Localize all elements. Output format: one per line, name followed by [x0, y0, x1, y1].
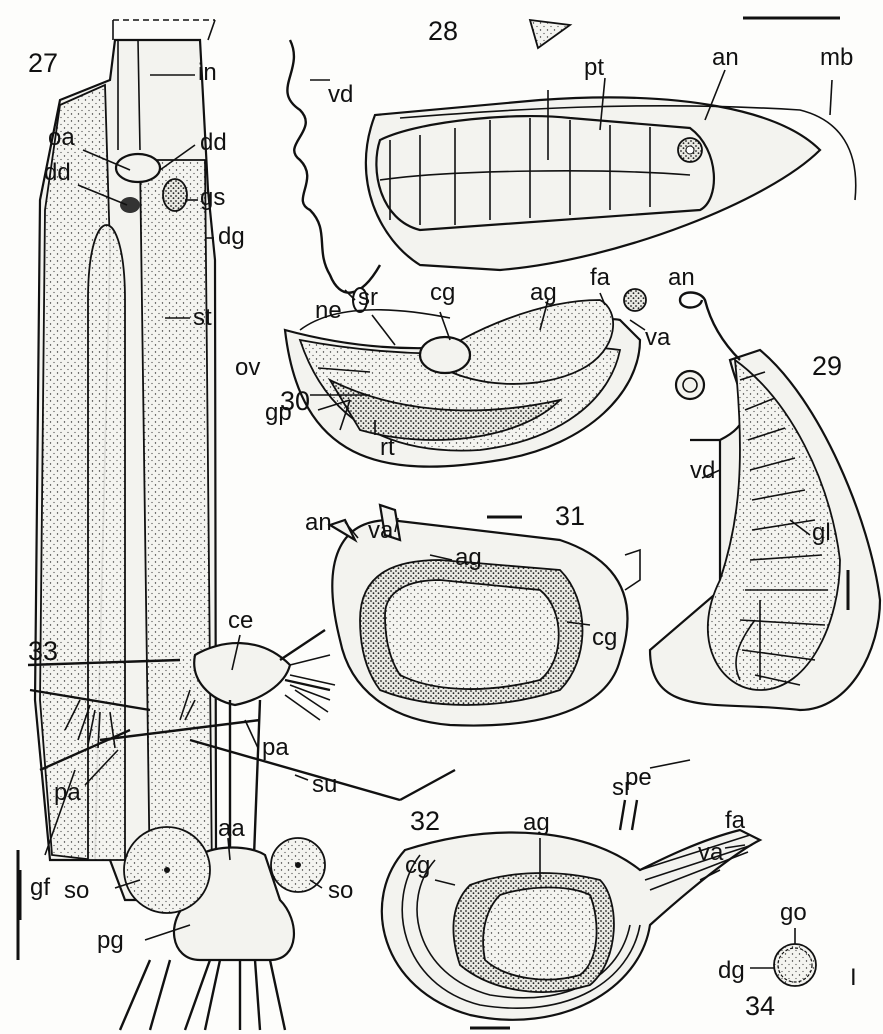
label-dd-left: dd: [44, 159, 71, 186]
label-an-28: an: [712, 44, 739, 71]
label-rt: rt: [380, 434, 395, 461]
label-va-31: va: [368, 517, 394, 544]
figure-number-28: 28: [428, 16, 458, 46]
figure-number-29: 29: [812, 351, 842, 381]
label-fa-32: fa: [725, 807, 746, 834]
figure-32: 32 cg ag sr fa va: [382, 774, 760, 1028]
label-ov: ov: [235, 354, 260, 381]
label-an-31: an: [305, 509, 332, 536]
figure-31: 31 an va ag cg: [305, 501, 640, 726]
label-va-32: va: [698, 839, 724, 866]
label-gf: gf: [30, 874, 50, 901]
label-an-30: an: [668, 264, 695, 291]
label-dg: dg: [218, 223, 245, 250]
label-oa: oa: [48, 124, 75, 151]
label-in: in: [198, 59, 217, 86]
figure-34: go dg 34 I: [718, 899, 857, 1021]
label-gp: gp: [265, 399, 292, 426]
label-st: st: [193, 304, 212, 331]
label-ce: ce: [228, 607, 253, 634]
label-cg-30: cg: [430, 279, 455, 306]
label-ag-31: ag: [455, 544, 482, 571]
label-vd-29: vd: [690, 457, 715, 484]
label-pg: pg: [97, 927, 124, 954]
label-so-left: so: [64, 877, 89, 904]
figure-29: 29 vd gl pe: [625, 293, 880, 792]
label-pa-right: pa: [262, 734, 289, 761]
label-su: su: [312, 771, 337, 798]
label-aa: aa: [218, 815, 245, 842]
label-cg-31: cg: [592, 624, 617, 651]
label-mb: mb: [820, 44, 853, 71]
label-ag-32: ag: [523, 809, 550, 836]
label-gl: gl: [812, 519, 831, 546]
label-vd-28: vd: [328, 81, 353, 108]
label-sr-30: sr: [358, 284, 378, 311]
label-pa-left: pa: [54, 779, 81, 806]
label-so-right: so: [328, 877, 353, 904]
figure-28: 28 pt an mb vd ne: [287, 16, 855, 324]
label-gs: gs: [200, 184, 225, 211]
label-dd-right: dd: [200, 129, 227, 156]
label-dg-34: dg: [718, 957, 745, 984]
figure-number-27: 27: [28, 48, 58, 78]
label-pt: pt: [584, 54, 604, 81]
figure-number-34: 34: [745, 991, 775, 1021]
label-go: go: [780, 899, 807, 926]
label-sr-32: sr: [612, 774, 632, 801]
label-cg-32: cg: [405, 852, 430, 879]
figure-number-32: 32: [410, 806, 440, 836]
figure-number-31: 31: [555, 501, 585, 531]
figure-30: 30 sr cg ag fa an va ov gp rt: [235, 264, 695, 517]
figure-number-33: 33: [28, 636, 58, 666]
label-ag-30: ag: [530, 279, 557, 306]
small-scale-mark: I: [850, 964, 857, 991]
label-va-30: va: [645, 324, 671, 351]
label-fa-30: fa: [590, 264, 611, 291]
